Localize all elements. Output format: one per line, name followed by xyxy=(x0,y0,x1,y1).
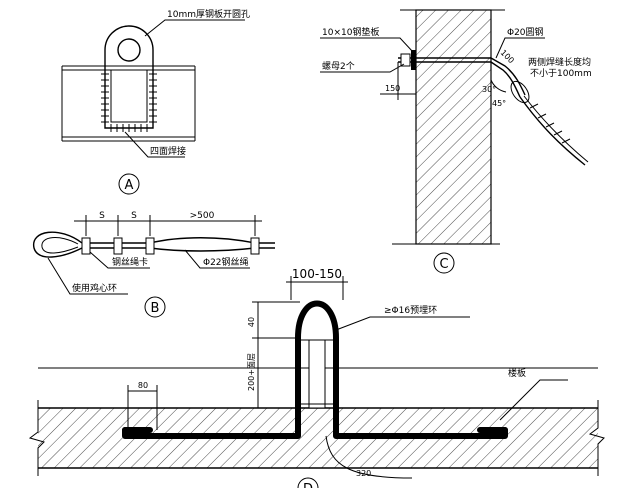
marker-a: A xyxy=(125,178,134,193)
width-dim: 100-150 xyxy=(292,267,342,281)
c-thimble xyxy=(510,80,530,104)
marker-b: B xyxy=(151,301,160,316)
u-plate xyxy=(104,66,154,129)
wire-rope-lower xyxy=(82,247,275,252)
c-rope-clips xyxy=(529,103,571,144)
dim-80: 80 xyxy=(138,381,148,390)
height-dim: 200+面层 xyxy=(247,353,256,391)
slab-leader xyxy=(499,379,568,421)
detail-b: S S >500 钢丝绳卡 Φ22钢丝绳 使用鸡心环 B xyxy=(33,211,275,318)
plate-hole xyxy=(117,38,141,62)
nuts xyxy=(400,53,411,67)
thimble-ring xyxy=(33,231,83,258)
marker-c: C xyxy=(439,257,448,272)
round-bar-hook xyxy=(490,57,526,96)
dim-s1: S xyxy=(99,211,105,221)
weld-leader xyxy=(124,131,185,158)
dim-320: 320 xyxy=(356,469,371,478)
detail-d: 100-150 ≥Φ16预埋环 40 200+面层 80 楼板 320 D xyxy=(28,267,605,488)
bar-label: Φ20圆钢 xyxy=(507,26,544,38)
weld-note-line2: 不小于100mm xyxy=(530,68,592,79)
angle-45: 45° xyxy=(492,99,506,108)
dim-long: >500 xyxy=(190,211,215,221)
clip-leader xyxy=(89,251,150,269)
wire-rope-upper xyxy=(82,237,275,244)
nut-label: 螺母2个 xyxy=(322,61,355,72)
u-plate-inner xyxy=(110,70,148,123)
dim-100: 100 xyxy=(499,48,516,65)
marker-c-circle xyxy=(433,252,455,274)
ring-leader xyxy=(47,257,128,295)
rope-clips xyxy=(81,237,260,255)
weld-marks xyxy=(101,73,157,132)
marker-a-circle xyxy=(118,173,140,195)
dim-40: 40 xyxy=(247,317,256,327)
weld-label: 四面焊接 xyxy=(150,145,186,157)
clip-label: 钢丝绳卡 xyxy=(112,256,148,268)
detail-a: 10mm厚钢板开圆孔 四面焊接 A xyxy=(61,8,250,195)
marker-d-circle xyxy=(297,477,319,488)
marker-d: D xyxy=(303,482,313,488)
wall-section xyxy=(415,9,492,245)
left-break xyxy=(28,400,45,476)
rope-label: Φ22钢丝绳 xyxy=(203,256,249,268)
pad-leader xyxy=(320,37,414,53)
bar-leader xyxy=(495,37,545,59)
d-ring-leader xyxy=(335,316,470,331)
rope-leader xyxy=(184,249,250,269)
ring-label: 使用鸡心环 xyxy=(72,282,117,294)
right-break xyxy=(588,400,605,476)
pad-label: 10×10钢垫板 xyxy=(322,26,379,38)
steel-plate xyxy=(104,25,154,66)
marker-b-circle xyxy=(144,296,166,318)
plate-leader xyxy=(144,19,245,37)
nut-leader xyxy=(320,63,405,73)
weld-note-line1: 两侧焊缝长度均 xyxy=(528,56,591,68)
plate-label: 10mm厚钢板开圆孔 xyxy=(167,8,250,20)
ring-support xyxy=(308,339,326,409)
steel-pad xyxy=(411,50,416,70)
detail-c: 10×10钢垫板 螺母2个 Φ20圆钢 两侧焊缝长度均 不小于100mm 150… xyxy=(320,9,592,274)
floor-slab xyxy=(38,408,598,468)
dim-320-leader xyxy=(325,435,413,479)
slab-label: 楼板 xyxy=(508,367,526,379)
c-wire-rope xyxy=(519,96,586,166)
angle-30: 30° xyxy=(482,85,496,94)
ring-label-d: ≥Φ16预埋环 xyxy=(384,305,437,316)
dim-s2: S xyxy=(131,211,137,221)
dim-150: 150 xyxy=(385,84,400,93)
